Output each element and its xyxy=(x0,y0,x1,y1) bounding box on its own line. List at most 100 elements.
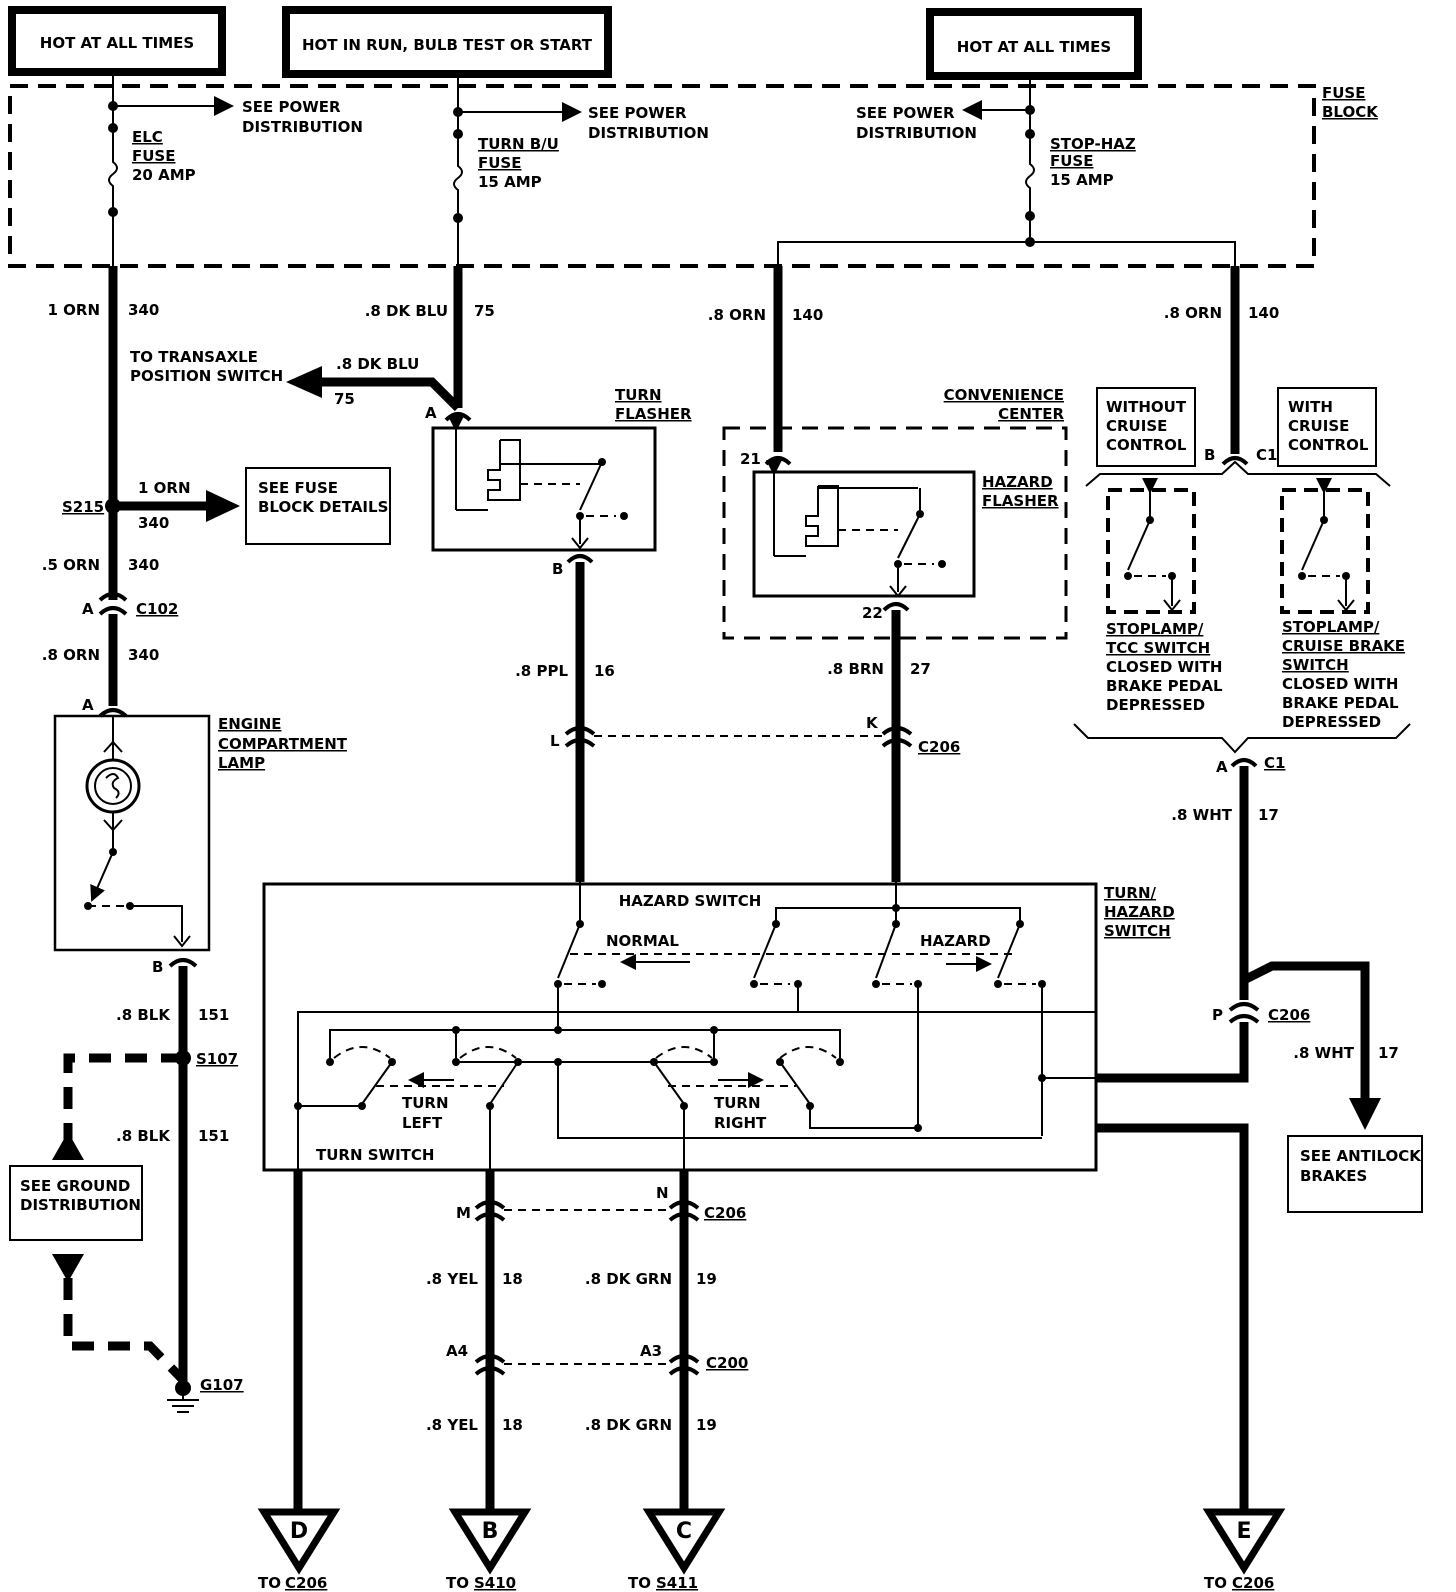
offpage-c-to: TO xyxy=(628,1574,651,1592)
stoplamp-cruise-switch xyxy=(1280,478,1370,614)
offpage-d-to: TO xyxy=(258,1574,281,1592)
offpage-e-ref: C206 xyxy=(1232,1574,1274,1592)
wire-label-w18-gauge: .8 DK GRN xyxy=(585,1416,672,1434)
see-abs-label-2: BRAKES xyxy=(1300,1167,1367,1185)
wire-label-w13-circuit: 151 xyxy=(198,1127,229,1145)
pin-a-engine-lamp: A xyxy=(82,696,94,714)
wire-label-w12-circuit: 151 xyxy=(198,1006,229,1024)
stoplamp-cruise-label-3: SWITCH xyxy=(1282,656,1349,674)
wire-label-w8-gauge: .8 ORN xyxy=(42,646,100,664)
connector-c206-label-2: C206 xyxy=(1268,1006,1310,1024)
pin-a-c1: A xyxy=(1216,758,1228,776)
wire-to-e xyxy=(1096,1123,1249,1512)
wire-label-w4-gauge: .8 ORN xyxy=(1164,304,1222,322)
wire-label-w8-circuit: 340 xyxy=(128,646,159,664)
lamp-switch-blade xyxy=(90,851,114,902)
connector-c206-label-1: C206 xyxy=(918,738,960,756)
turn-right-label-1: TURN xyxy=(714,1094,761,1112)
wire-label-w2-gauge: .8 DK BLU xyxy=(365,302,448,320)
ground-arrow-down-icon xyxy=(52,1254,84,1282)
engine-compartment-lamp-box xyxy=(53,714,211,952)
splice-s215-label: S215 xyxy=(62,498,104,516)
connector-c206-lk xyxy=(564,726,913,748)
offpage-c-ref: S411 xyxy=(656,1574,698,1592)
pin-p-c206: P xyxy=(1212,1006,1223,1024)
turn-switch-contacts xyxy=(294,1011,1097,1170)
see-fuse-block-details-box xyxy=(245,467,391,545)
stop-fuse-label-3: 15 AMP xyxy=(1050,171,1114,189)
stoplamp-tcc-switch xyxy=(1106,478,1196,614)
fuse-block-label-1: FUSE xyxy=(1322,84,1365,102)
wire-label-w9-gauge: .8 PPL xyxy=(515,662,568,680)
wire-label-w16-circuit: 19 xyxy=(696,1270,717,1288)
offpage-b: B xyxy=(448,1508,532,1575)
wire-label-w14-circuit: 17 xyxy=(1378,1044,1399,1062)
convenience-center-label-2: CENTER xyxy=(998,405,1064,423)
offpage-b-ref: S410 xyxy=(474,1574,516,1592)
pin-22-hazard-flasher: 22 xyxy=(862,604,883,622)
with-cruise-box xyxy=(1277,387,1377,467)
wire-label-w11-circuit: 17 xyxy=(1258,806,1279,824)
connector-c200-label: C200 xyxy=(706,1354,748,1372)
hazard-flasher-label-2: FLASHER xyxy=(982,492,1059,510)
connector-c1-label: C1 xyxy=(1264,754,1285,772)
offpage-e-letter: E xyxy=(1236,1519,1251,1544)
wire-label-w17-gauge: .8 YEL xyxy=(426,1416,478,1434)
turn-left-label-1: TURN xyxy=(402,1094,449,1112)
offpage-b-to: TO xyxy=(446,1574,469,1592)
turn-fuse-label-2: FUSE xyxy=(478,154,521,172)
pin-a-turn-flasher: A xyxy=(425,404,437,422)
elc-fuse-label-1: ELC xyxy=(132,128,163,146)
stoplamp-tcc-label-2: TCC SWITCH xyxy=(1106,639,1210,657)
pin-a3-c200: A3 xyxy=(640,1342,662,1360)
wire-label-w5-circuit: 75 xyxy=(334,390,355,408)
fuse-block-label-2: BLOCK xyxy=(1322,103,1379,121)
offpage-c-letter: C xyxy=(676,1519,692,1544)
stoplamp-tcc-label-4: BRAKE PEDAL xyxy=(1106,677,1223,695)
hazard-switch-contacts xyxy=(554,882,1046,1136)
hazard-switch-label: HAZARD SWITCH xyxy=(619,892,762,910)
elc-fuse-label-2: FUSE xyxy=(132,147,175,165)
without-cruise-label-3: CONTROL xyxy=(1106,436,1187,454)
pin-c1-stoplamp: C1 xyxy=(1256,446,1277,464)
convenience-center-outline xyxy=(722,426,1068,640)
header-box-left: HOT AT ALL TIMES xyxy=(8,6,226,76)
turn-hazard-label-3: SWITCH xyxy=(1104,922,1171,940)
offpage-b-letter: B xyxy=(482,1519,499,1544)
engine-lamp-label-1: ENGINE xyxy=(218,715,282,733)
convenience-center-label-1: CONVENIENCE xyxy=(944,386,1064,404)
pin-a-c102: A xyxy=(82,600,94,618)
wire-label-w6-circuit: 340 xyxy=(138,514,169,532)
turn-left-label-2: LEFT xyxy=(402,1114,443,1132)
pin-l-c206: L xyxy=(550,732,560,750)
header-box-right: HOT AT ALL TIMES xyxy=(926,8,1142,80)
wire-label-w6-gauge: 1 ORN xyxy=(138,479,191,497)
turn-flasher-box xyxy=(431,426,657,552)
stoplamp-tcc-label-3: CLOSED WITH xyxy=(1106,658,1222,676)
turn-hazard-label-2: HAZARD xyxy=(1104,903,1175,921)
elc-fuse-circuit xyxy=(108,76,234,266)
turn-flasher-label-2: FLASHER xyxy=(615,405,692,423)
connector-c200 xyxy=(474,1354,700,1376)
stoplamp-tcc-label-1: STOPLAMP/ xyxy=(1106,620,1204,638)
normal-label: NORMAL xyxy=(606,932,679,950)
fuse-block-outline xyxy=(8,84,1316,268)
wire-label-w5-gauge: .8 DK BLU xyxy=(336,355,419,373)
wire-label-w7-circuit: 340 xyxy=(128,556,159,574)
ground-g107-label: G107 xyxy=(200,1376,244,1394)
turn-fuse-label-1: TURN B/U xyxy=(478,135,559,153)
offpage-c: C xyxy=(642,1508,726,1575)
ground-g107-icon xyxy=(167,1388,199,1413)
to-transaxle-label-2: POSITION SWITCH xyxy=(130,367,283,385)
offpage-d: D xyxy=(257,1508,341,1575)
wire-label-w4-circuit: 140 xyxy=(1248,304,1279,322)
see-power-text-a1: SEE POWER xyxy=(242,98,341,116)
connector-c206-label-3: C206 xyxy=(704,1204,746,1222)
see-antilock-brakes-box xyxy=(1287,1135,1423,1213)
pin-b-stoplamp: B xyxy=(1204,446,1215,464)
hazard-flasher-box xyxy=(752,470,976,598)
hazard-flasher-label-1: HAZARD xyxy=(982,473,1053,491)
engine-lamp-label-3: LAMP xyxy=(218,754,265,772)
to-transaxle-label-1: TO TRANSAXLE xyxy=(130,348,258,366)
